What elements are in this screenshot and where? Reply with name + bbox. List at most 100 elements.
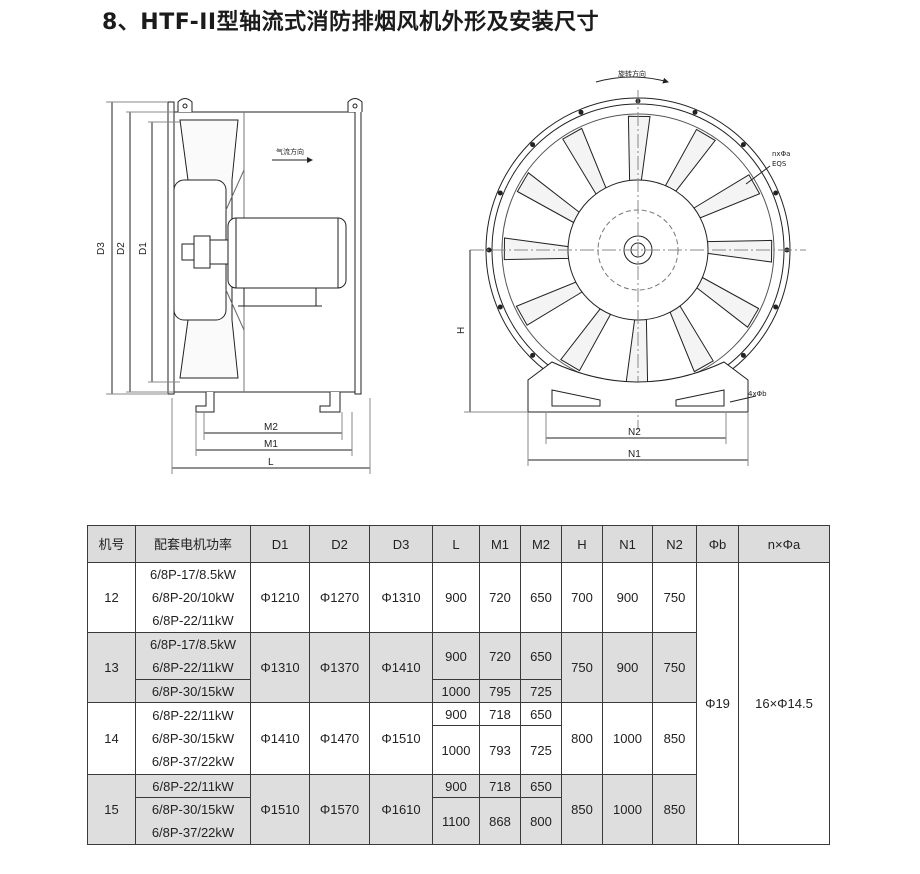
motor-body [227, 217, 347, 289]
motor-cell: 6/8P-22/11kW 6/8P-30/15kW 6/8P-37/22kW [135, 702, 251, 775]
bolt-hole [773, 190, 779, 196]
cell-h: 750 [561, 632, 603, 703]
cell-n1: 900 [602, 562, 653, 633]
cell-d2: Φ1470 [309, 702, 370, 775]
cell-l: 1000 [432, 725, 480, 775]
foot-right [319, 392, 341, 413]
cell-n2: 750 [652, 632, 697, 703]
cell-n2: 850 [652, 702, 697, 775]
motor-power: 6/8P-17/8.5kW [150, 567, 236, 582]
cell-m1: 868 [479, 797, 521, 845]
motor-power: 6/8P-30/15kW [135, 679, 251, 703]
cell-m2: 650 [520, 562, 562, 633]
header-cell: L [432, 525, 480, 563]
table-row: 13 6/8P-17/8.5kW 6/8P-22/11kW Φ1310 Φ137… [87, 632, 830, 703]
cell-m1: 795 [479, 679, 521, 703]
motor-power: 6/8P-37/22kW [151, 754, 235, 769]
cell-d2: Φ1270 [309, 562, 370, 633]
dim-label-m1: M1 [264, 439, 278, 450]
impeller-blade [562, 127, 607, 195]
header-cell: M2 [520, 525, 562, 563]
impeller-blade [664, 128, 716, 192]
bolt-hole [740, 352, 746, 358]
motor-power: 6/8P-22/11kW [152, 660, 234, 675]
cell-m2: 650 [520, 774, 562, 798]
cell-d2: Φ1570 [309, 774, 370, 845]
bolt-hole [692, 109, 698, 115]
dim-label-l: L [268, 457, 274, 468]
bolt-hole [773, 304, 779, 310]
impeller-blade [696, 276, 760, 328]
table-row: 14 6/8P-22/11kW 6/8P-30/15kW 6/8P-37/22k… [87, 702, 830, 775]
motor-power: 6/8P-22/11kW [152, 613, 234, 628]
cell-d3: Φ1410 [369, 632, 433, 703]
airflow-label: 气流方向 [276, 147, 304, 156]
rotation-arrow [595, 76, 669, 84]
cell-l: 900 [432, 774, 480, 798]
machine-no: 13 [87, 632, 136, 703]
hole-label-top: nxΦa [772, 150, 790, 158]
impeller-blade [560, 308, 612, 372]
cell-m2: 650 [520, 632, 562, 680]
cell-l: 900 [432, 702, 480, 726]
cell-n2: 850 [652, 774, 697, 845]
header-cell: n×Φa [738, 525, 830, 563]
lifting-lug-right [347, 98, 363, 112]
bolt-hole [578, 109, 584, 115]
motor-cell: 6/8P-17/8.5kW 6/8P-22/11kW [135, 632, 251, 680]
dim-label-d1: D1 [138, 242, 149, 255]
cell-m2: 650 [520, 702, 562, 726]
cell-n1: 900 [602, 632, 653, 703]
dim-label-n2: N2 [628, 427, 641, 438]
dim-label-d2: D2 [116, 242, 127, 255]
impeller-blade [503, 237, 570, 261]
machine-no: 14 [87, 702, 136, 775]
cell-h: 800 [561, 702, 603, 775]
cell-n1: 1000 [602, 702, 653, 775]
motor-cell: 6/8P-17/8.5kW 6/8P-20/10kW 6/8P-22/11kW [135, 562, 251, 633]
cell-m1: 718 [479, 774, 521, 798]
cell-m1: 718 [479, 702, 521, 726]
base-hole-label: 4xΦb [748, 390, 767, 398]
page-title: 8、HTF-II型轴流式消防排烟风机外形及安装尺寸 [102, 10, 600, 35]
cell-d3: Φ1610 [369, 774, 433, 845]
front-view [464, 76, 806, 466]
cell-h: 700 [561, 562, 603, 633]
bolt-hole [497, 304, 503, 310]
header-cell: M1 [479, 525, 521, 563]
bolt-hole [530, 142, 536, 148]
lifting-lug-left [177, 98, 193, 112]
header-cell: 机号 [87, 525, 136, 563]
table-row: 6/8P-30/15kW 6/8P-37/22kW 1100 868 800 [88, 797, 830, 845]
cell-n-phi-a: 16×Φ14.5 [738, 562, 830, 845]
cell-l: 900 [432, 632, 480, 680]
impeller-blade [516, 172, 580, 224]
header-cell: H [561, 525, 603, 563]
side-view [106, 98, 371, 474]
motor-power: 6/8P-22/11kW [152, 708, 234, 723]
motor-power: 6/8P-30/15kW [151, 731, 235, 746]
header-cell: N1 [602, 525, 653, 563]
base-slot-left [551, 389, 601, 407]
cell-d1: Φ1310 [250, 632, 310, 703]
cell-h: 850 [561, 774, 603, 845]
bolt-hole [497, 190, 503, 196]
header-cell: 配套电机功率 [135, 525, 251, 563]
impeller-blade [627, 115, 651, 182]
header-cell: Φb [696, 525, 739, 563]
cell-m2: 725 [520, 725, 562, 775]
cell-l: 900 [432, 562, 480, 633]
motor-power: 6/8P-30/15kW [151, 802, 235, 817]
impeller-blade [669, 305, 714, 373]
motor-power: 6/8P-37/22kW [151, 825, 235, 840]
header-cell: D3 [369, 525, 433, 563]
header-cell: N2 [652, 525, 697, 563]
cell-d1: Φ1510 [250, 774, 310, 845]
foot-left [195, 392, 215, 413]
impeller-blade [706, 239, 773, 263]
cell-m1: 720 [479, 562, 521, 633]
cell-n1: 1000 [602, 774, 653, 845]
rotation-label: 旋转方向 [618, 69, 646, 78]
cell-d1: Φ1210 [250, 562, 310, 633]
base-slot-right [675, 389, 725, 407]
